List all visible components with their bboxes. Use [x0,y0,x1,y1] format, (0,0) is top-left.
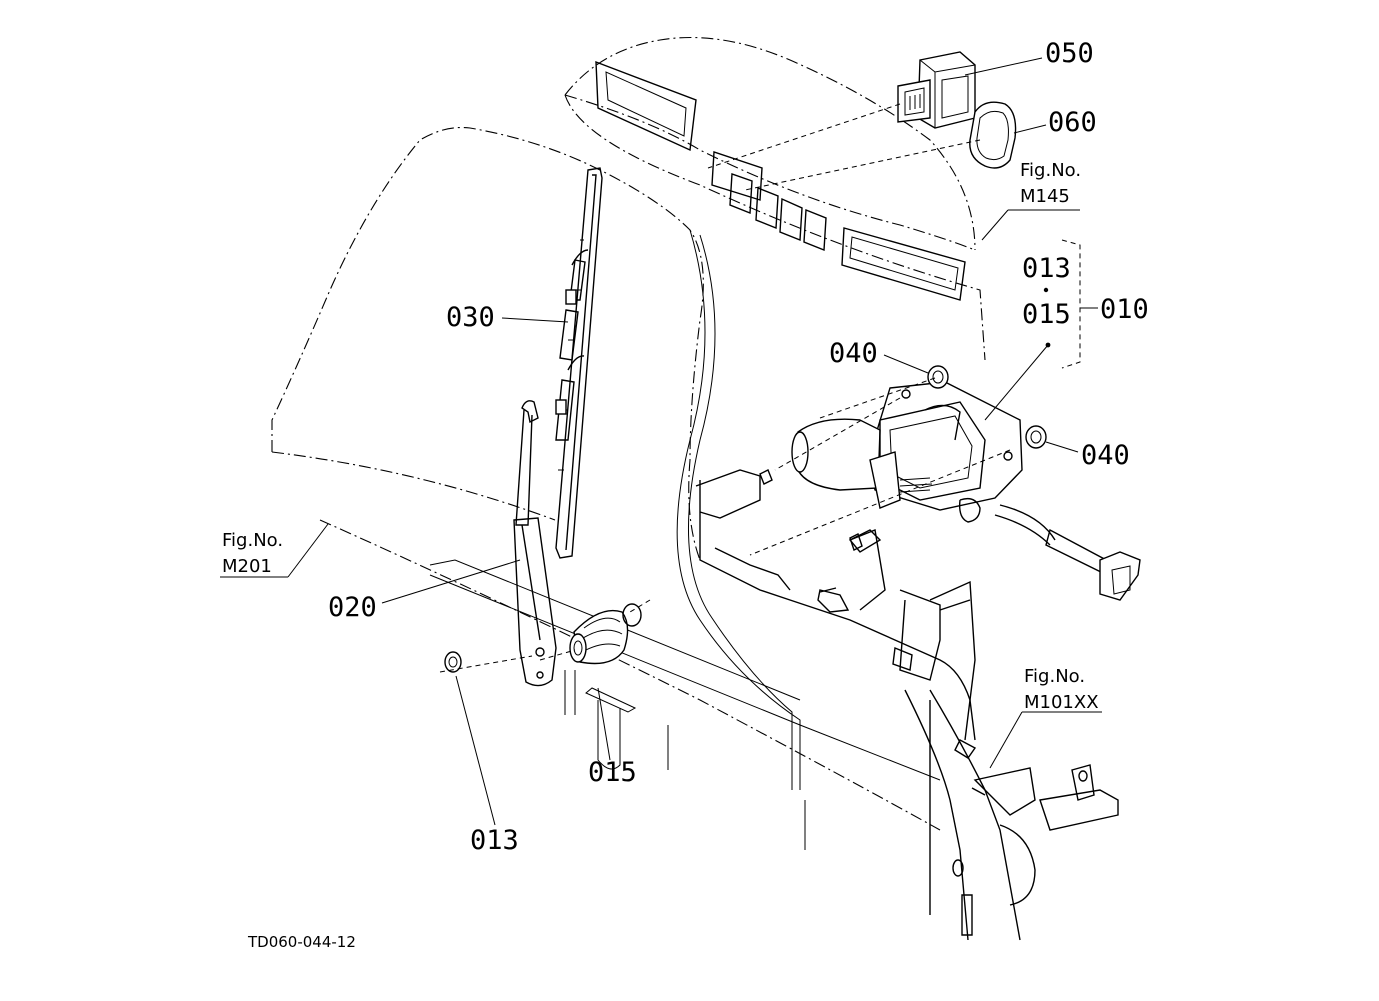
part-label-013: 013 [470,825,519,856]
nut-040-top [927,365,949,389]
part-labels: 050 060 030 013 015 010 040 040 020 015 … [328,38,1149,856]
drawing-code: TD060-044-12 [247,933,356,951]
part-label-060: 060 [1048,107,1097,138]
boot-015 [569,603,642,665]
switch-050 [897,51,976,129]
part-label-040-top: 040 [829,338,878,369]
figure-references: Fig.No. M145 Fig.No. M201 Fig.No. M101XX [222,160,1099,713]
wiper-arm-020 [513,400,557,687]
fig-ref-m101xx-label: Fig.No. [1024,666,1085,687]
fig-ref-m201-number: M201 [222,556,272,577]
part-label-015: 015 [588,757,637,788]
wiper-blade-030 [555,167,603,559]
part-label-030: 030 [446,302,495,333]
nut-040-right [1025,425,1047,449]
bezel-060 [969,101,1017,169]
part-label-040-right: 040 [1081,440,1130,471]
part-label-015-group: 015 [1022,299,1071,330]
mounting-bolts [759,469,863,593]
part-label-020: 020 [328,592,377,623]
leader-lines [220,57,1102,826]
fig-ref-m101xx-number: M101XX [1024,692,1099,713]
part-label-010: 010 [1100,294,1149,325]
nut-013 [444,651,462,673]
fig-ref-m201-label: Fig.No. [222,530,283,551]
fig-ref-m145-label: Fig.No. [1020,160,1081,181]
fig-ref-m145-number: M145 [1020,186,1070,207]
wiper-motor-010 [791,381,1141,601]
frame-bracket [695,469,1119,941]
part-label-050: 050 [1045,38,1094,69]
part-label-013-group: 013 [1022,253,1071,284]
